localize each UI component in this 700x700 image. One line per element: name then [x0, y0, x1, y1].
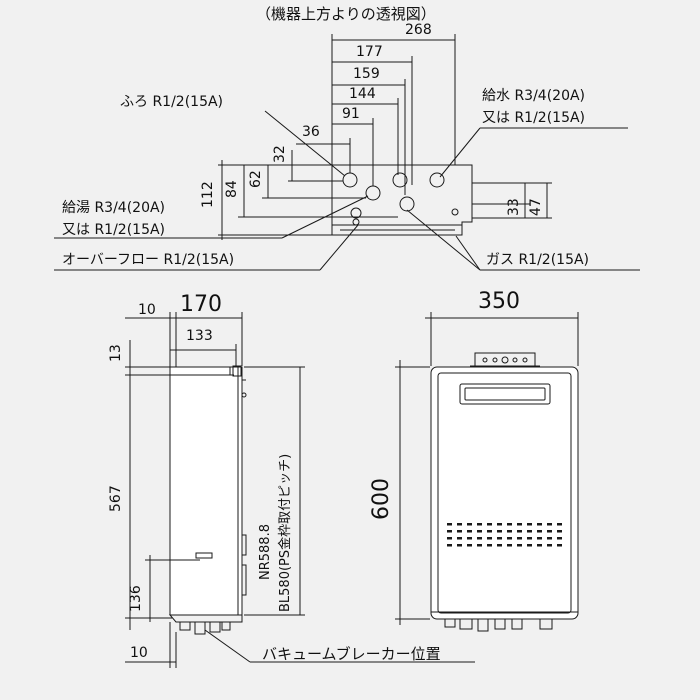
- grille-slot: [507, 544, 512, 547]
- grille-slot: [557, 537, 562, 540]
- side-view-outline: [168, 365, 247, 635]
- view-title: （機器上方よりの透視図）: [256, 5, 436, 23]
- grille-slot: [477, 523, 482, 526]
- grille-slot: [517, 544, 522, 547]
- top-view-dim-lines: [218, 34, 552, 240]
- grille-slot: [467, 530, 472, 533]
- grille-slot: [547, 530, 552, 533]
- grille-slot: [507, 523, 512, 526]
- dim-62: 62: [248, 170, 264, 188]
- dim-84: 84: [224, 180, 240, 198]
- dim-170: 170: [180, 292, 222, 317]
- grille-slot: [557, 530, 562, 533]
- dim-36: 36: [302, 124, 320, 140]
- side-view-dim-lines: [125, 312, 475, 668]
- grille-slot: [537, 523, 542, 526]
- dim-600: 600: [369, 478, 394, 520]
- grille-slot: [467, 544, 472, 547]
- grille-slot: [527, 530, 532, 533]
- grille-slot: [507, 537, 512, 540]
- grille-slot: [557, 544, 562, 547]
- dim-33: 33: [506, 198, 522, 216]
- dim-133: 133: [186, 328, 213, 344]
- dim-112: 112: [200, 181, 216, 208]
- grille-slot: [537, 530, 542, 533]
- grille-slot: [537, 544, 542, 547]
- callout-gas: ガス R1/2(15A): [486, 252, 590, 268]
- grille-slot: [447, 523, 452, 526]
- grille-slot: [487, 537, 492, 540]
- dim-10-bottom: 10: [130, 645, 148, 661]
- breaker-label: バキュームブレーカー位置: [262, 645, 441, 663]
- grille-slot: [467, 523, 472, 526]
- callout-overflow: オーバーフロー R1/2(15A): [62, 252, 235, 268]
- front-view-outline: [430, 352, 579, 632]
- grille-slot: [547, 544, 552, 547]
- grille-slot: [477, 544, 482, 547]
- callout-bath: ふろ R1/2(15A): [120, 94, 224, 110]
- grille-slot: [537, 537, 542, 540]
- grille-slot: [477, 537, 482, 540]
- dim-10-top: 10: [138, 302, 156, 318]
- grille-slot: [447, 537, 452, 540]
- grille-slot: [527, 537, 532, 540]
- callout-water-supply-1: 給水 R3/4(20A): [482, 88, 586, 104]
- grille-slot: [497, 530, 502, 533]
- grille-slot: [497, 523, 502, 526]
- dim-136: 136: [128, 585, 144, 612]
- grille-slot: [457, 544, 462, 547]
- dim-47: 47: [528, 198, 544, 216]
- top-view-outline: [331, 164, 473, 236]
- grille-slot: [487, 530, 492, 533]
- pitch-note-2: BL580(PS金枠取付ピッチ): [278, 453, 293, 612]
- dim-159: 159: [353, 66, 380, 82]
- callout-hot-water-1: 給湯 R3/4(20A): [62, 200, 166, 216]
- grille-slot: [457, 537, 462, 540]
- grille-slot: [497, 537, 502, 540]
- grille-slot: [547, 523, 552, 526]
- dim-144: 144: [349, 86, 376, 102]
- dim-13: 13: [108, 344, 124, 362]
- pitch-note-1: NR588.8: [258, 524, 273, 580]
- grille-slot: [517, 523, 522, 526]
- front-view-grille: [447, 523, 562, 547]
- grille-slot: [527, 523, 532, 526]
- grille-slot: [527, 544, 532, 547]
- grille-slot: [487, 523, 492, 526]
- grille-slot: [477, 530, 482, 533]
- grille-slot: [557, 523, 562, 526]
- grille-slot: [467, 537, 472, 540]
- callout-hot-water-2: 又は R1/2(15A): [62, 222, 166, 238]
- front-view-dim-lines: [395, 312, 579, 625]
- grille-slot: [487, 544, 492, 547]
- grille-slot: [517, 537, 522, 540]
- grille-slot: [517, 530, 522, 533]
- grille-slot: [497, 544, 502, 547]
- dim-91: 91: [342, 106, 360, 122]
- grille-slot: [507, 530, 512, 533]
- grille-slot: [447, 544, 452, 547]
- grille-slot: [447, 530, 452, 533]
- top-view-leaders: [54, 110, 640, 271]
- callout-water-supply-2: 又は R1/2(15A): [482, 110, 586, 126]
- dim-268: 268: [405, 22, 432, 38]
- dim-32: 32: [272, 145, 288, 163]
- dim-567: 567: [108, 485, 124, 512]
- grille-slot: [457, 523, 462, 526]
- dim-177: 177: [356, 44, 383, 60]
- grille-slot: [547, 537, 552, 540]
- grille-slot: [457, 530, 462, 533]
- dim-350: 350: [478, 289, 520, 314]
